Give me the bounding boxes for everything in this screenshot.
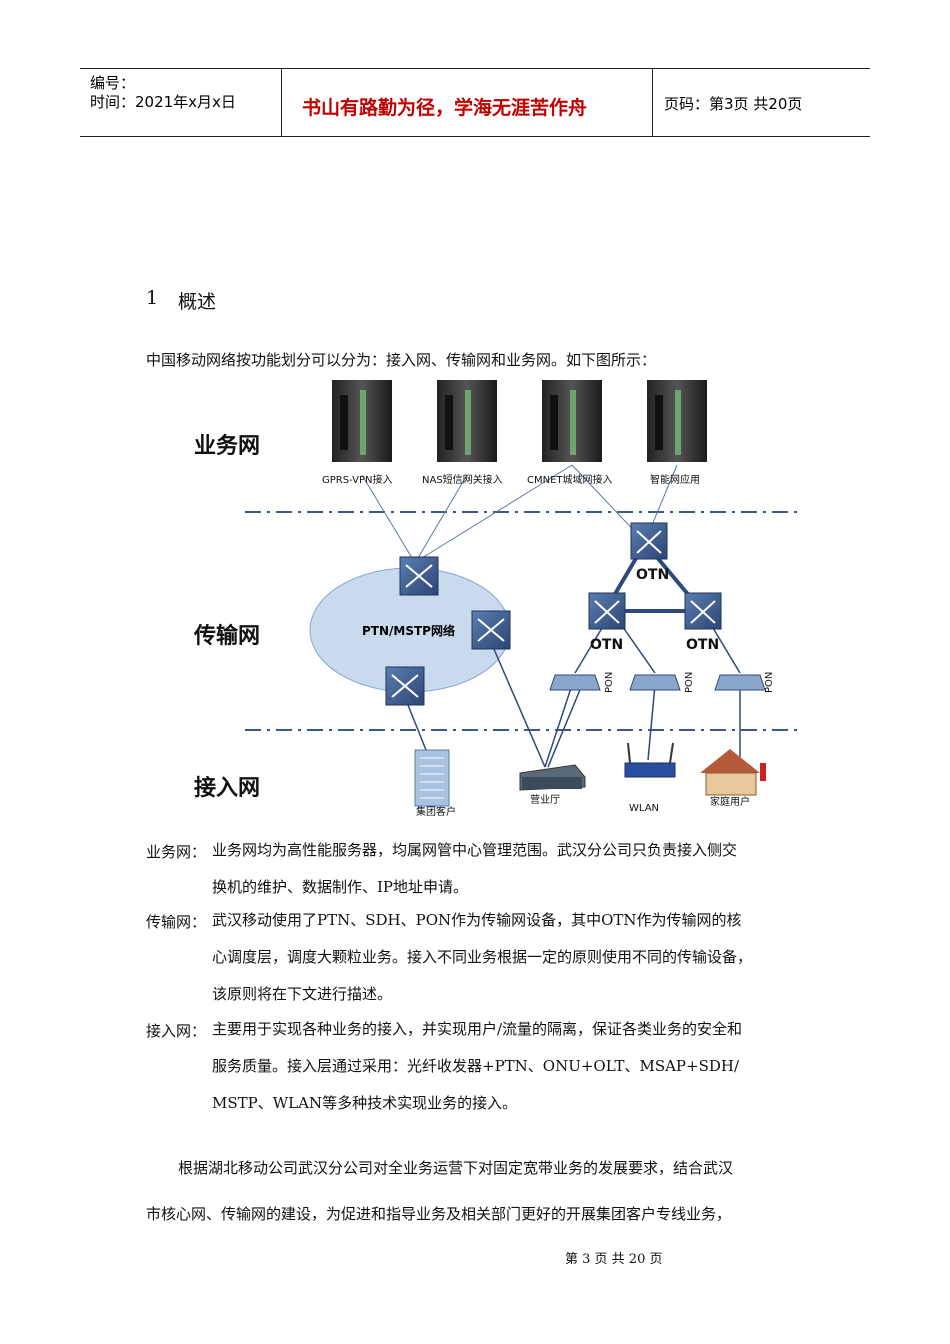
server-label: 智能网应用 (650, 473, 700, 486)
definition-term: 接入网： (146, 1022, 207, 1040)
server-gprs (332, 380, 392, 462)
definition-text: 武汉移动使用了PTN、SDH、PON作为传输网设备，其中OTN作为传输网的核 心… (212, 902, 812, 1013)
layer-label-service: 业务网 (194, 434, 261, 459)
router-icon (624, 742, 676, 778)
definition-line: 业务网均为高性能服务器，均属网管中心管理范围。武汉分公司只负责接入侧交 (212, 841, 738, 859)
pon-label: PON (764, 672, 775, 693)
header-divider (652, 68, 653, 136)
otn-switch (588, 592, 626, 630)
server-intelligent (647, 380, 707, 462)
otn-label: OTN (686, 637, 719, 653)
header-top-border (80, 68, 870, 69)
definition-line: 武汉移动使用了PTN、SDH、PON作为传输网设备，其中OTN作为传输网的核 (212, 911, 742, 929)
definition-text: 主要用于实现各种业务的接入，并实现用户/流量的隔离，保证各类业务的安全和 服务质… (212, 1011, 812, 1122)
definition-line: 该原则将在下文进行描述。 (212, 985, 393, 1003)
ptn-switch (471, 610, 511, 650)
definition-line: 主要用于实现各种业务的接入，并实现用户/流量的隔离，保证各类业务的安全和 (212, 1020, 743, 1038)
access-label: 家庭用户 (710, 795, 750, 808)
definition-line: 心调度层，调度大颗粒业务。接入不同业务根据一定的原则使用不同的传输设备， (212, 948, 753, 966)
server-label: GPRS-VPN接入 (322, 473, 392, 486)
header-time-label: 时间：2021年x月x日 (90, 93, 236, 111)
definition-text: 业务网均为高性能服务器，均属网管中心管理范围。武汉分公司只负责接入侧交 换机的维… (212, 832, 812, 906)
otn-switch (630, 522, 668, 560)
pon-splitter (714, 674, 766, 691)
otn-switch (684, 592, 722, 630)
access-label: 集团客户 (416, 805, 456, 818)
definition-line: 服务质量。接入层通过采用：光纤收发器+PTN、ONU+OLT、MSAP+SDH/ (212, 1057, 740, 1075)
intro-text: 中国移动网络按功能划分可以分为：接入网、传输网和业务网。如下图所示： (146, 351, 657, 369)
header-motto: 书山有路勤为径，学海无涯苦作舟 (302, 97, 588, 119)
house-icon (700, 749, 766, 796)
layer-label-transport: 传输网 (194, 624, 261, 649)
body-paragraph-line: 根据湖北移动公司武汉分公司对全业务运营下对固定宽带业务的发展要求，结合武汉 (178, 1159, 734, 1177)
access-label: 营业厅 (530, 793, 560, 806)
pon-splitter (629, 674, 681, 691)
server-cmnet (542, 380, 602, 462)
server-label: NAS短信网关接入 (422, 473, 503, 486)
otn-label: OTN (590, 637, 623, 653)
access-label: WLAN (629, 803, 659, 814)
body-paragraph-line: 市核心网、传输网的建设，为促进和指导业务及相关部门更好的开展集团客户专线业务， (146, 1205, 732, 1223)
pon-splitter (549, 674, 601, 691)
header-divider (281, 68, 282, 136)
network-diagram-svg: GPRS-VPN接入 NAS短信网关接入 CMNET城域网接入 智能网应用 PT… (245, 380, 800, 818)
cloud-label: PTN/MSTP网络 (362, 623, 455, 638)
definition-line: 换机的维护、数据制作、IP地址申请。 (212, 878, 469, 896)
building-icon (414, 749, 450, 807)
access-links (405, 622, 741, 768)
section-title: 概述 (178, 291, 217, 313)
pon-label: PON (684, 672, 695, 693)
server-nas (437, 380, 497, 462)
pon-label: PON (604, 672, 615, 693)
ptn-switch (399, 556, 439, 596)
section-number: 1 (146, 287, 159, 309)
definition-term: 业务网： (146, 843, 207, 861)
server-label: CMNET城域网接入 (527, 473, 613, 486)
layer-label-access: 接入网 (194, 776, 261, 801)
page-footer: 第 3 页 共 20 页 (565, 1252, 663, 1267)
network-diagram: GPRS-VPN接入 NAS短信网关接入 CMNET城域网接入 智能网应用 PT… (150, 375, 810, 825)
office-icon (519, 764, 586, 791)
ptn-switch (385, 666, 425, 706)
header-number-label: 编号： (90, 74, 136, 92)
header-bottom-border (80, 136, 870, 137)
definition-term: 传输网： (146, 913, 207, 931)
definition-line: MSTP、WLAN等多种技术实现业务的接入。 (212, 1094, 518, 1112)
header-page-label: 页码：第3页 共20页 (664, 95, 803, 113)
otn-label: OTN (636, 567, 669, 583)
